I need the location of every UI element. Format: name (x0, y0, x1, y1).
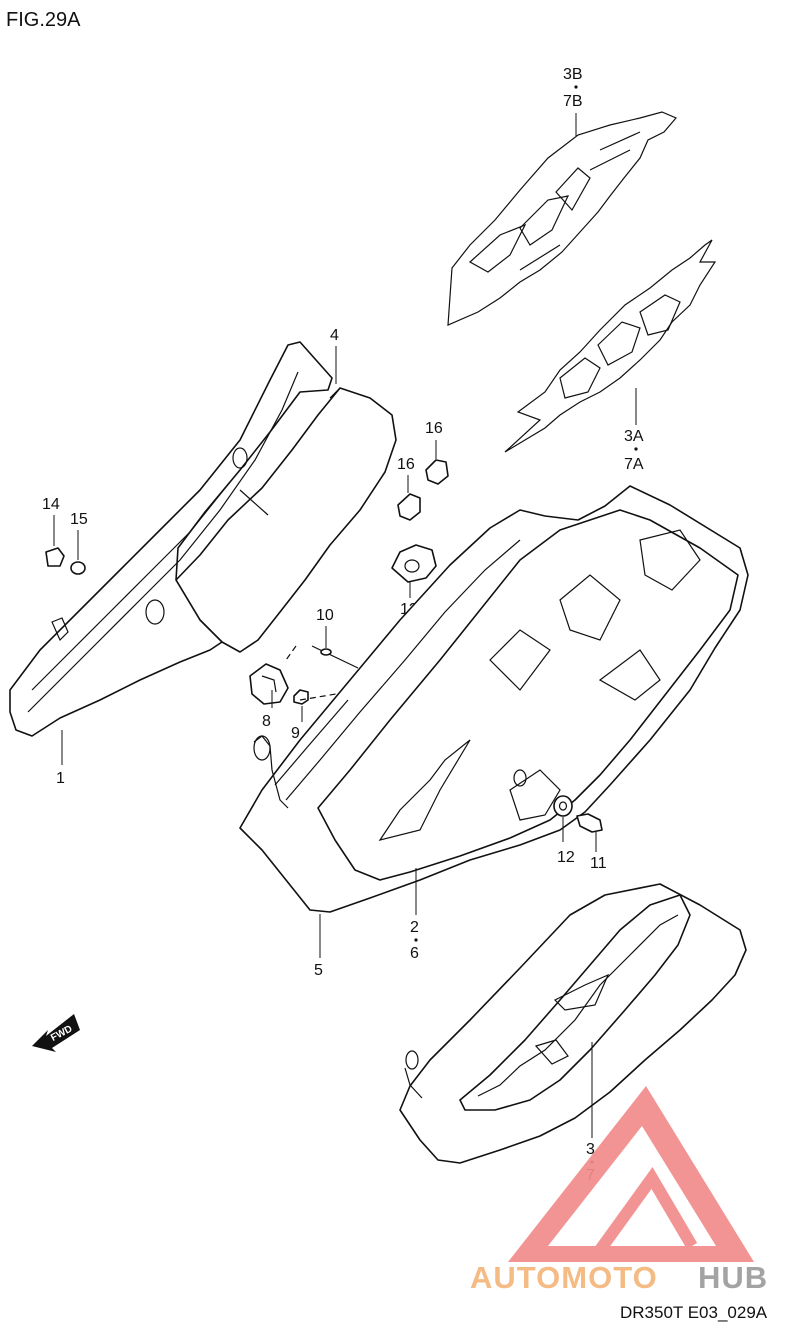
part-5-side-cover[interactable] (239, 485, 749, 913)
callout-4: 4 (330, 327, 339, 344)
callout-3b: 3B (563, 66, 583, 83)
callout-9: 12 (557, 849, 575, 866)
callout-13: 14 (42, 496, 60, 513)
part-16-grommet-upper[interactable] (425, 459, 449, 485)
callout-16-lower: 16 (397, 456, 415, 473)
callout-1: 1 (56, 770, 65, 787)
part-16-grommet-lower[interactable] (397, 493, 421, 521)
figure-title: FIG.29A (6, 9, 81, 31)
callout-11: 9 (291, 725, 300, 742)
decal-3b-7b[interactable] (447, 111, 677, 326)
part-15-grommet[interactable] (391, 544, 437, 583)
callout-8: 11 (590, 855, 607, 872)
watermark-logo: AUTOMOTO HUB (470, 1086, 768, 1295)
callout-10: 8 (262, 713, 271, 730)
callout-2: 2 (410, 919, 419, 936)
callout-7a: 7A (624, 456, 644, 473)
callout-12: 10 (316, 607, 334, 624)
part-12-clip[interactable] (311, 645, 359, 669)
callout-5: 5 (314, 962, 323, 979)
decal-3a-7a[interactable] (504, 239, 717, 453)
watermark-text-hub: HUB (698, 1260, 768, 1295)
watermark-text-automoto: AUTOMOTO (470, 1260, 658, 1295)
part-3-side-cover[interactable] (399, 883, 747, 1164)
part-11-nut[interactable] (293, 689, 309, 705)
fwd-arrow-icon: FWD (32, 1014, 80, 1052)
part-10-bracket[interactable] (249, 663, 289, 705)
model-code: DR350T E03_029A (620, 1303, 768, 1322)
callout-3a: 3A (624, 428, 644, 445)
callout-6: 6 (410, 945, 419, 962)
callout-14: 15 (70, 511, 88, 528)
part-1-frame-cover[interactable] (9, 341, 333, 737)
callout-3: 3 (586, 1141, 595, 1158)
part-4-panel[interactable] (175, 387, 397, 653)
callout-16-upper: 16 (425, 420, 443, 437)
part-13-bolt[interactable] (45, 547, 65, 567)
part-9-washer[interactable] (553, 795, 573, 817)
part-14-washer[interactable] (70, 561, 86, 575)
part-8-bolt[interactable] (576, 813, 603, 833)
callout-7b: 7B (563, 93, 583, 110)
